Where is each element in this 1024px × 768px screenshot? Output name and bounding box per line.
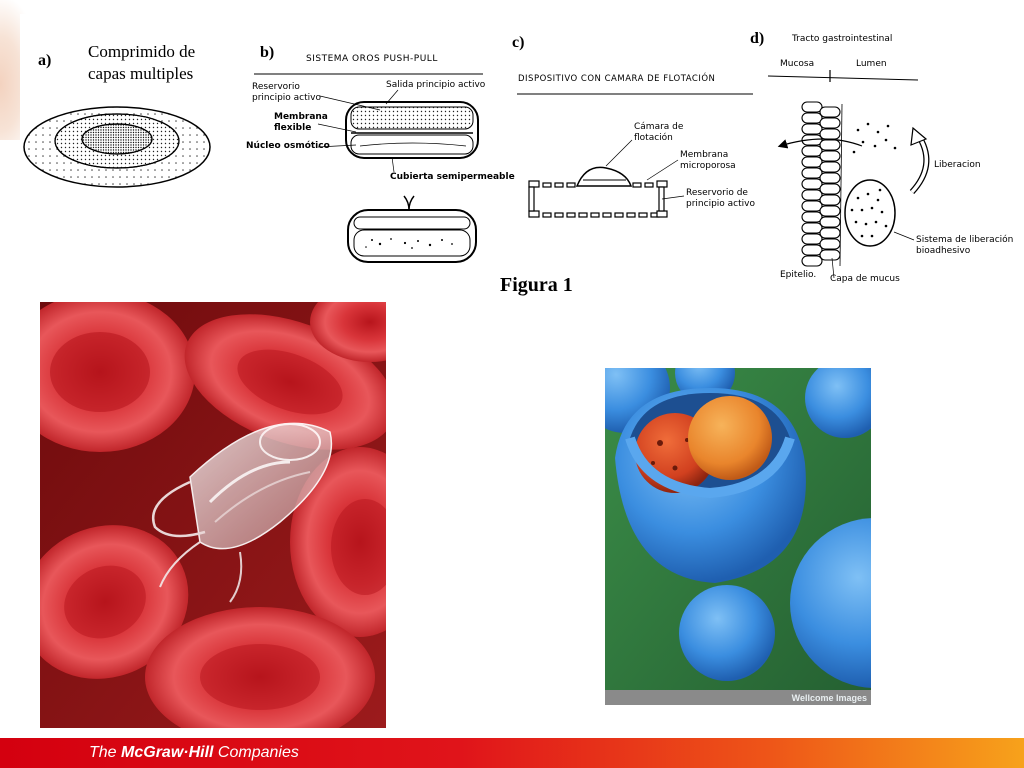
- flotation-device-diagram: [517, 93, 753, 218]
- footer-brand: The McGraw·Hill Companies: [89, 744, 299, 762]
- panel-c-membrane-line1: Membrana: [680, 150, 729, 160]
- panel-d-mucus: Capa de mucus: [830, 274, 900, 284]
- panel-d-system-line1: Sistema de liberación: [916, 235, 1014, 245]
- nanorobot-photo: [40, 302, 386, 728]
- panel-b-coating: Cubierta semipermeable: [390, 172, 515, 182]
- panel-b-outlet: Salida principio activo: [386, 80, 486, 90]
- figure-1-panel: a) Comprimido de capas multiples b) SIST…: [20, 14, 1020, 296]
- bioadhesive-release-diagram: [767, 70, 930, 279]
- panel-b-letter: b): [260, 44, 275, 61]
- panel-c-letter: c): [512, 34, 525, 51]
- panel-d-letter: d): [750, 30, 765, 47]
- nanocapsule-photo: Wellcome Images: [605, 368, 871, 705]
- nanorobot-among-red-blood-cells-image: [40, 302, 386, 728]
- multilayer-tablet-diagram: [23, 106, 211, 188]
- oros-push-pull-diagram: [254, 73, 483, 263]
- panel-b-reservoir-line2: principio activo: [252, 93, 321, 103]
- panel-d-title: Tracto gastrointestinal: [792, 34, 893, 44]
- panel-c-chamber-line1: Cámara de: [634, 122, 684, 132]
- footer-brand-name: McGraw·Hill: [121, 744, 214, 761]
- footer-bar: The McGraw·Hill Companies: [0, 738, 1024, 768]
- panel-d-mucosa: Mucosa: [780, 59, 815, 69]
- panel-c-title: DISPOSITIVO CON CAMARA DE FLOTACIÓN: [518, 74, 716, 84]
- panel-a-title-line2: capas multiples: [88, 64, 194, 83]
- panel-c-membrane-line2: microporosa: [680, 161, 736, 171]
- panel-b-core: Núcleo osmótico: [246, 141, 330, 151]
- blue-nanocapsule-image: [605, 368, 871, 705]
- footer-brand-prefix: The: [89, 744, 122, 761]
- panel-c-reservoir-line1: Reservorio de: [686, 188, 748, 198]
- panel-b-membrane-line2: flexible: [274, 123, 312, 133]
- panel-d-release: Liberacion: [934, 160, 981, 170]
- panel-c-chamber-line2: flotación: [634, 133, 673, 143]
- panel-a-letter: a): [38, 52, 52, 69]
- panel-d-epithelium: Epitelio.: [780, 270, 817, 280]
- panel-c-reservoir-line2: principio activo: [686, 199, 755, 209]
- panel-b-reservoir-line1: Reservorio: [252, 82, 300, 92]
- panel-a-title-line1: Comprimido de: [88, 42, 196, 61]
- panel-d-lumen: Lumen: [856, 59, 887, 69]
- figure-1-drawing: [23, 70, 930, 279]
- image-watermark: Wellcome Images: [791, 693, 867, 703]
- figure-caption: Figura 1: [500, 274, 573, 296]
- panel-b-membrane-line1: Membrana: [274, 112, 328, 122]
- panel-d-system-line2: bioadhesivo: [916, 246, 971, 256]
- panel-b-title: SISTEMA OROS PUSH-PULL: [306, 54, 438, 64]
- footer-brand-suffix: Companies: [213, 744, 299, 761]
